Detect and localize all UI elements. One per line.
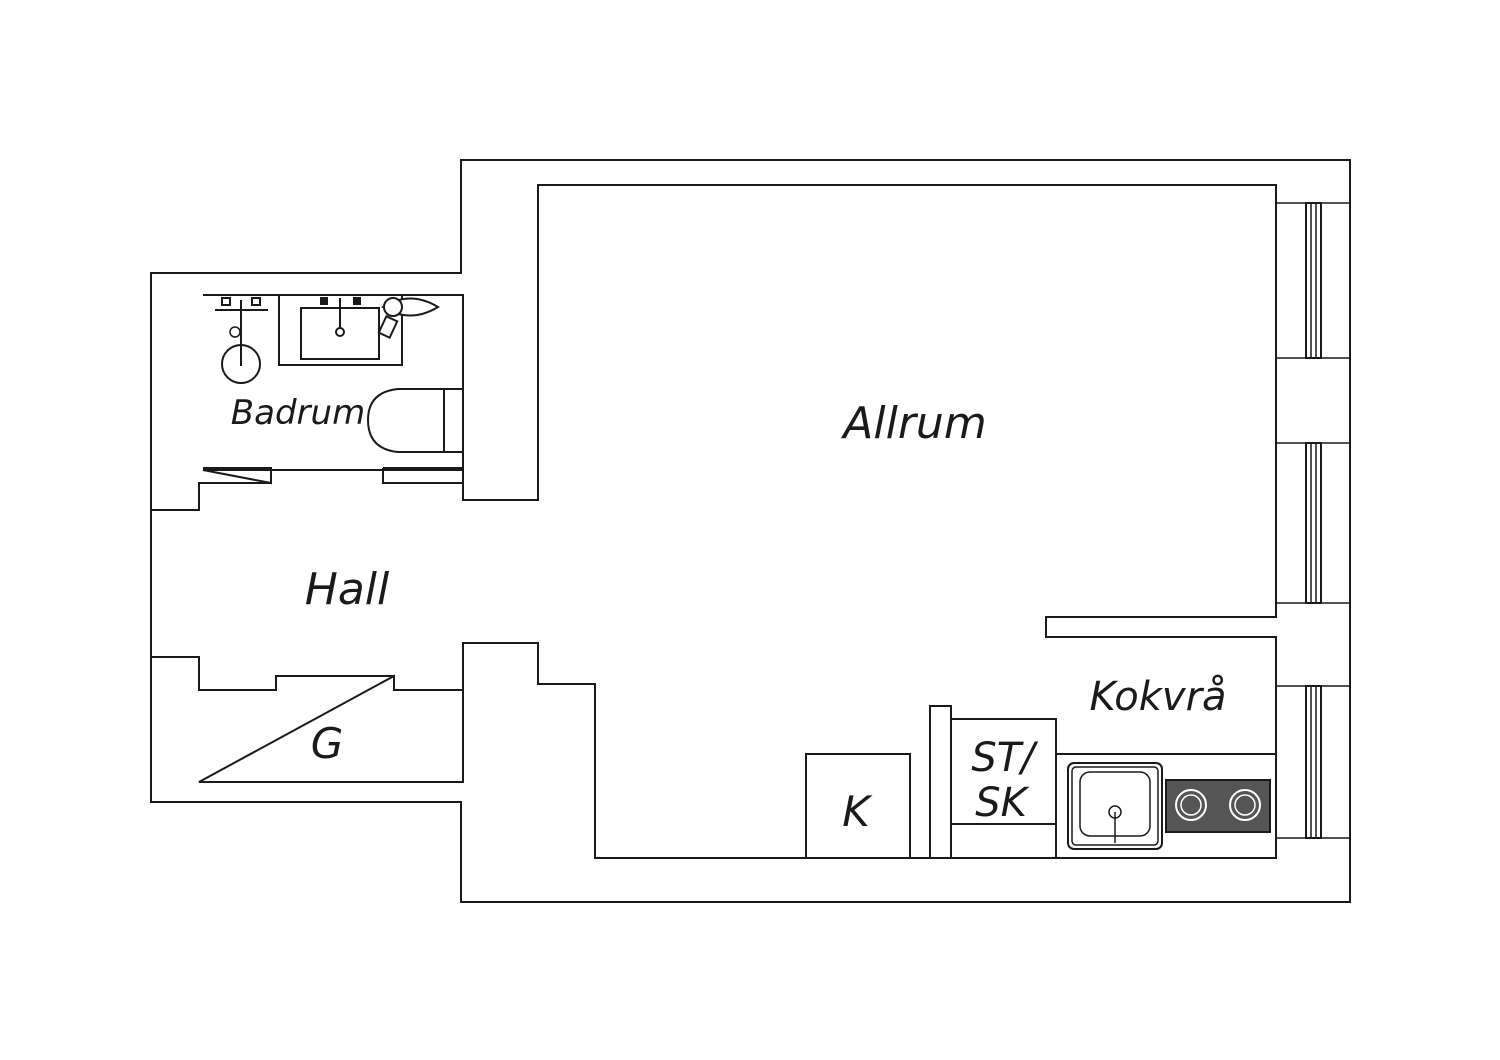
kitchen-sink-icon [1067,762,1163,850]
room-label-stsk-2: SK [975,780,1029,826]
room-label-stsk-1: ST/ [971,735,1039,781]
toilet-icon [366,388,464,453]
stove-icon [1165,779,1271,833]
shower-icon [215,297,268,384]
window-icon [1276,202,1350,359]
stsk-pillar [929,705,952,859]
room-label-garderob: G [311,719,344,768]
garderob-floor [198,674,464,783]
sink-icon [278,294,440,366]
fridge-box [805,753,911,859]
badrum-door-jambs [199,467,463,484]
room-label-allrum: Allrum [840,398,986,449]
window-icon [1276,685,1350,839]
room-label-kyl: K [842,787,873,836]
room-label-badrum: Badrum [231,393,365,433]
window-icon [1276,442,1350,604]
room-label-hall: Hall [305,564,390,615]
room-label-kokvra: Kokvrå [1089,674,1226,720]
